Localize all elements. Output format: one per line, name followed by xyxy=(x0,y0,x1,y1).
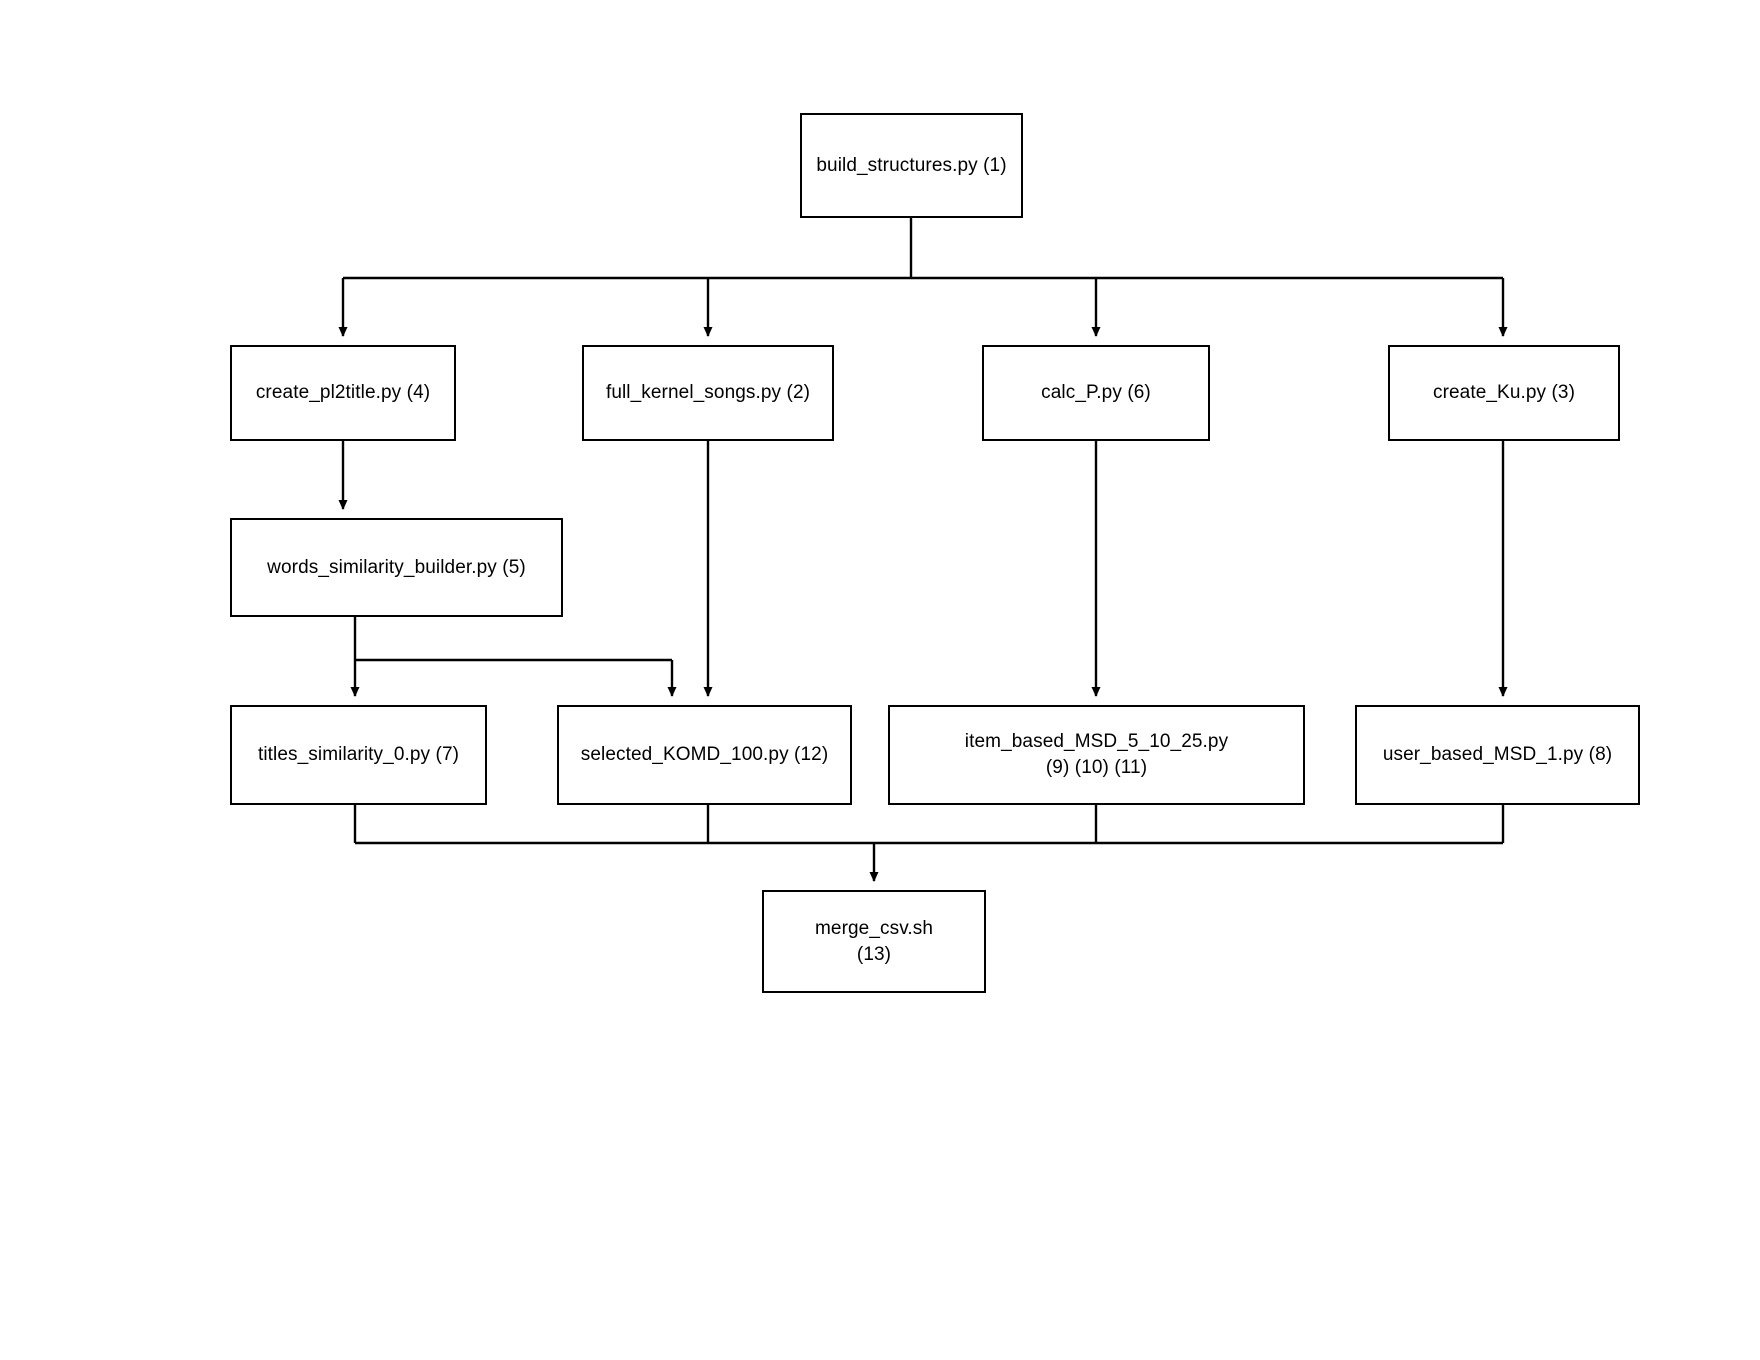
edge-build-structures-fanout xyxy=(338,218,1508,337)
node-item-based-msd[interactable]: item_based_MSD_5_10_25.py (9) (10) (11) xyxy=(888,705,1305,805)
node-build-structures[interactable]: build_structures.py (1) xyxy=(800,113,1023,218)
node-full-kernel-songs[interactable]: full_kernel_songs.py (2) xyxy=(582,345,834,441)
node-create-ku[interactable]: create_Ku.py (3) xyxy=(1388,345,1620,441)
node-label-user-based-msd-1: user_based_MSD_1.py (8) xyxy=(1382,744,1613,766)
node-words-similarity-builder[interactable]: words_similarity_builder.py (5) xyxy=(230,518,563,617)
node-calc-p[interactable]: calc_P.py (6) xyxy=(982,345,1210,441)
node-label-create-ku: create_Ku.py (3) xyxy=(1432,382,1576,404)
node-label-create-pl2title: create_pl2title.py (4) xyxy=(255,382,431,404)
node-label-merge-csv: merge_csv.sh (13) xyxy=(814,917,934,965)
node-selected-komd-100[interactable]: selected_KOMD_100.py (12) xyxy=(557,705,852,805)
node-label-build-structures: build_structures.py (1) xyxy=(816,154,1007,176)
node-label-words-similarity-builder: words_similarity_builder.py (5) xyxy=(267,556,526,578)
node-create-pl2title[interactable]: create_pl2title.py (4) xyxy=(230,345,456,441)
node-user-based-msd-1[interactable]: user_based_MSD_1.py (8) xyxy=(1355,705,1640,805)
node-merge-csv[interactable]: merge_csv.sh (13) xyxy=(762,890,986,993)
node-label-calc-p: calc_P.py (6) xyxy=(1041,382,1151,404)
node-label-full-kernel-songs: full_kernel_songs.py (2) xyxy=(605,382,811,404)
node-titles-similarity-0[interactable]: titles_similarity_0.py (7) xyxy=(230,705,487,805)
edge-merge-csv-fanin xyxy=(353,805,1505,882)
node-label-item-based-msd: item_based_MSD_5_10_25.py (9) (10) (11) xyxy=(964,731,1229,778)
edge-words-similarity-fanout xyxy=(350,617,677,697)
node-label-titles-similarity-0: titles_similarity_0.py (7) xyxy=(257,744,460,766)
node-label-selected-komd-100: selected_KOMD_100.py (12) xyxy=(580,744,829,766)
